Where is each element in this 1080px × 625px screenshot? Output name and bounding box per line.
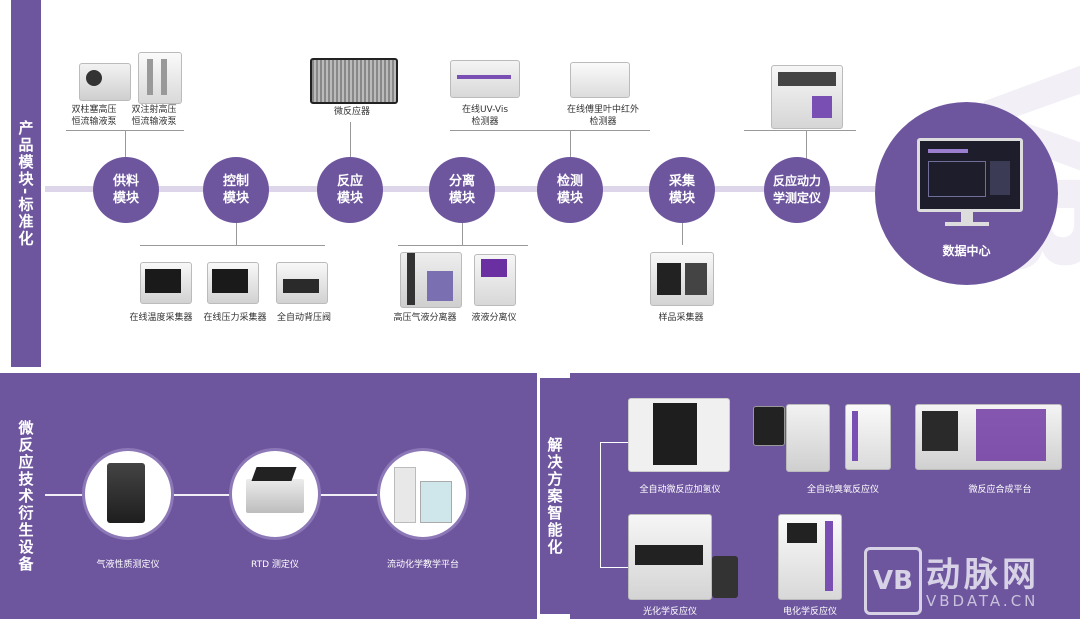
dual-syringe-pump-image xyxy=(138,52,182,104)
gas-liquid-separator-label: 高压气液分离器 xyxy=(393,313,457,323)
uv-vis-detector-label: 在线UV-Vis 检测器 xyxy=(461,105,509,127)
ozone-reactor-unit-image xyxy=(845,404,891,470)
electrochemical-reactor-image xyxy=(778,514,842,600)
connector-line xyxy=(350,122,351,160)
ftir-detector-image xyxy=(570,62,630,98)
dual-plunger-pump-label: 双柱塞高压 恒流输液泵 xyxy=(71,105,117,127)
ozone-reactor-image xyxy=(786,404,830,472)
temperature-collector-label: 在线温度采集器 xyxy=(129,313,193,323)
uv-vis-detector-image xyxy=(450,60,520,98)
connector-line xyxy=(600,442,630,443)
section-derivative-label: 微反应技术衍生设备 xyxy=(16,419,35,573)
photochemical-reactor-image xyxy=(628,514,712,600)
node-reaction-module[interactable]: 反应 模块 xyxy=(317,157,383,223)
flow-chemistry-teaching-platform-label: 流动化学教学平台 xyxy=(386,560,459,570)
connector-line xyxy=(806,130,807,160)
connector-line xyxy=(140,245,325,246)
node-feed-module[interactable]: 供料 模块 xyxy=(93,157,159,223)
connector-line xyxy=(570,130,571,160)
connector-line xyxy=(450,130,650,131)
node-kinetics-analyzer[interactable]: 反应动力 学测定仪 xyxy=(764,157,830,223)
node-control-module[interactable]: 控制 模块 xyxy=(203,157,269,223)
liquid-liquid-separator-label: 液液分离仪 xyxy=(471,313,517,323)
photochemical-reactor-label: 光化学反应仪 xyxy=(642,607,697,617)
gas-liquid-separator-image xyxy=(400,252,462,308)
section-derivative-devices: 微反应技术衍生设备 xyxy=(11,378,41,614)
dual-syringe-pump-label: 双注射高压 恒流输液泵 xyxy=(131,105,177,127)
microreaction-synthesis-platform-image xyxy=(915,404,1062,470)
section-product-modules: 产品模块-标准化 xyxy=(11,0,41,367)
rtd-tester-label: RTD 测定仪 xyxy=(251,560,299,570)
connector-line xyxy=(462,223,463,245)
photochemical-accessory-image xyxy=(712,556,738,598)
section-solutions: 解决方案智能化 xyxy=(540,378,570,614)
kinetics-analyzer-image xyxy=(771,65,843,129)
temperature-collector-image xyxy=(140,262,192,304)
node-separation-module[interactable]: 分离 模块 xyxy=(429,157,495,223)
connector-line xyxy=(398,245,528,246)
connector-line xyxy=(125,130,126,160)
connector-line xyxy=(600,442,601,567)
flow-chemistry-teaching-platform-circle xyxy=(380,451,466,537)
data-center-label: 数据中心 xyxy=(942,244,991,258)
monitor-icon xyxy=(917,138,1023,212)
data-center-circle[interactable]: 数据中心 xyxy=(875,102,1058,285)
liquid-liquid-separator-image xyxy=(474,254,516,306)
sample-collector-image xyxy=(650,252,714,306)
electrochemical-reactor-label: 电化学反应仪 xyxy=(782,607,837,617)
node-detection-module[interactable]: 检测 模块 xyxy=(537,157,603,223)
pressure-collector-label: 在线压力采集器 xyxy=(203,313,267,323)
microreactor-label: 微反应器 xyxy=(333,107,370,117)
back-pressure-valve-image xyxy=(276,262,328,304)
microreactor-image xyxy=(310,58,398,104)
watermark-logo-icon: VB xyxy=(864,547,922,615)
auto-hydrogenation-reactor-label: 全自动微反应加氢仪 xyxy=(639,485,721,495)
rtd-tester-circle xyxy=(232,451,318,537)
microreaction-synthesis-platform-label: 微反应合成平台 xyxy=(968,485,1032,495)
section-product-label: 产品模块-标准化 xyxy=(16,119,35,248)
ftir-detector-label: 在线傅里叶中红外 检测器 xyxy=(566,105,639,127)
auto-hydrogenation-reactor-image xyxy=(628,398,730,472)
gas-liquid-property-tester-label: 气液性质测定仪 xyxy=(96,560,160,570)
connector-line xyxy=(682,223,683,245)
ozone-controller-image xyxy=(753,406,785,446)
gas-liquid-property-tester-circle xyxy=(85,451,171,537)
connector-line xyxy=(236,223,237,245)
watermark-subtext: VBDATA.CN xyxy=(926,592,1039,610)
sample-collector-label: 样品采集器 xyxy=(658,313,704,323)
section-solutions-label: 解决方案智能化 xyxy=(545,436,564,556)
connector-line xyxy=(600,567,630,568)
auto-ozone-reactor-label: 全自动臭氧反应仪 xyxy=(806,485,879,495)
dual-plunger-pump-image xyxy=(79,63,131,101)
watermark: VB 动脉网 VBDATA.CN xyxy=(864,541,1069,619)
connector-line xyxy=(66,130,184,131)
connector-line xyxy=(744,130,856,131)
back-pressure-valve-label: 全自动背压阀 xyxy=(276,313,331,323)
node-collection-module[interactable]: 采集 模块 xyxy=(649,157,715,223)
pressure-collector-image xyxy=(207,262,259,304)
watermark-text: 动脉网 xyxy=(926,555,1040,595)
